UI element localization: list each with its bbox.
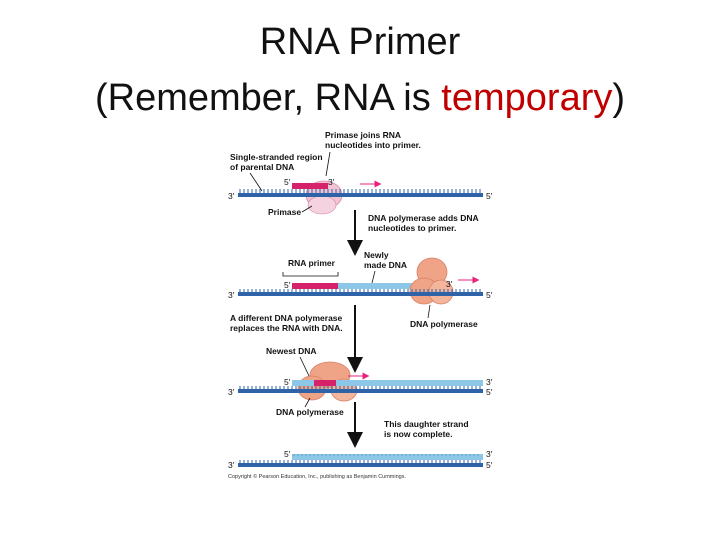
end-5-primer-1: 5′ xyxy=(284,177,291,187)
template-strand-3 xyxy=(238,389,483,393)
label-dna-polymerase-2: DNA polymerase xyxy=(410,319,478,329)
end-3-daughter-4: 3′ xyxy=(486,449,493,459)
label-dna-pol-adds-2: nucleotides to primer. xyxy=(368,223,456,233)
label-newly-made-1: Newly xyxy=(364,250,389,260)
slide-title-line1: RNA Primer xyxy=(259,21,461,63)
template-strand-3-bases xyxy=(239,386,481,389)
label-newly-made-2: made DNA xyxy=(364,260,407,270)
label-dna-polymerase-3: DNA polymerase xyxy=(276,407,344,417)
label-different-pol-1: A different DNA polymerase xyxy=(230,313,343,323)
template-strand-4-bases xyxy=(239,460,481,463)
template-strand-4 xyxy=(238,463,483,467)
label-dna-pol-adds-1: DNA polymerase adds DNA xyxy=(368,213,479,223)
end-3-template-4: 3′ xyxy=(228,460,235,470)
end-5-primer-2: 5′ xyxy=(284,280,291,290)
label-complete-1: This daughter strand xyxy=(384,419,469,429)
stage-1-primase: Primase joins RNA nucleotides into prime… xyxy=(228,130,493,217)
end-5-primer-3: 5′ xyxy=(284,377,291,387)
label-complete-2: is now complete. xyxy=(384,429,453,439)
template-strand-2-bases xyxy=(239,289,481,292)
end-3-newly-made-3: 3′ xyxy=(486,377,493,387)
end-5-template-1: 5′ xyxy=(486,191,493,201)
bracket-rna-primer xyxy=(282,272,339,277)
template-strand-1-bases xyxy=(239,189,481,193)
title-suffix: ) xyxy=(612,77,626,119)
label-single-stranded-2: of parental DNA xyxy=(230,162,294,172)
template-strand-2 xyxy=(238,292,483,296)
label-newest-dna: Newest DNA xyxy=(266,346,317,356)
copyright-notice: Copyright © Pearson Education, Inc., pub… xyxy=(228,473,406,480)
end-3-template-1: 3′ xyxy=(228,191,235,201)
leader-newly-made xyxy=(371,270,376,284)
end-5-template-2: 5′ xyxy=(486,290,493,300)
label-primase-joins-2: nucleotides into primer. xyxy=(325,140,421,150)
primase-enzyme-lobe xyxy=(307,195,337,215)
end-3-primer-1: 3′ xyxy=(328,177,335,187)
title-prefix: (Remember, RNA is xyxy=(94,77,442,119)
label-different-pol-2: replaces the RNA with DNA. xyxy=(230,323,343,333)
label-single-stranded-1: Single-stranded region xyxy=(230,152,323,162)
end-5-template-3: 5′ xyxy=(486,387,493,397)
rna-primer-2 xyxy=(292,283,338,289)
label-rna-primer: RNA primer xyxy=(288,258,336,268)
leader-primase xyxy=(301,205,313,213)
leader-newest-dna xyxy=(299,356,311,379)
slide-title-line2: (Remember, RNA is temporary) xyxy=(0,76,720,120)
complete-daughter-strand xyxy=(292,454,483,460)
newly-made-dna-3 xyxy=(336,380,483,386)
title-highlight-temporary: temporary xyxy=(441,77,613,119)
stage-3-replacement: Newest DNA 5′ 3′ 3′ 5′ DNA polymerase xyxy=(228,346,493,417)
end-5-daughter-4: 5′ xyxy=(284,449,291,459)
stage-2-extension: Newly made DNA RNA primer 5′ 3′ 3′ 5′ DN… xyxy=(228,250,493,329)
end-3-template-3: 3′ xyxy=(228,387,235,397)
rna-primer-1 xyxy=(292,183,328,189)
leader-single-stranded xyxy=(249,172,263,192)
template-strand-1 xyxy=(238,193,483,197)
leader-primase-joins xyxy=(325,151,331,177)
end-3-newly-made-2: 3′ xyxy=(446,279,453,289)
rna-primer-remnant-3 xyxy=(314,380,336,386)
newly-made-dna-2 xyxy=(338,283,430,289)
stage-4-complete: 5′ 3′ 3′ 5′ xyxy=(228,449,493,470)
leader-dna-polymerase-2 xyxy=(427,304,431,319)
label-primase-joins-1: Primase joins RNA xyxy=(325,130,401,140)
newest-dna-3 xyxy=(292,380,314,386)
daughter-strand-bases xyxy=(293,454,479,456)
end-5-template-4: 5′ xyxy=(486,460,493,470)
label-primase: Primase xyxy=(268,207,301,217)
leader-dna-polymerase-3 xyxy=(304,397,311,408)
end-3-template-2: 3′ xyxy=(228,290,235,300)
